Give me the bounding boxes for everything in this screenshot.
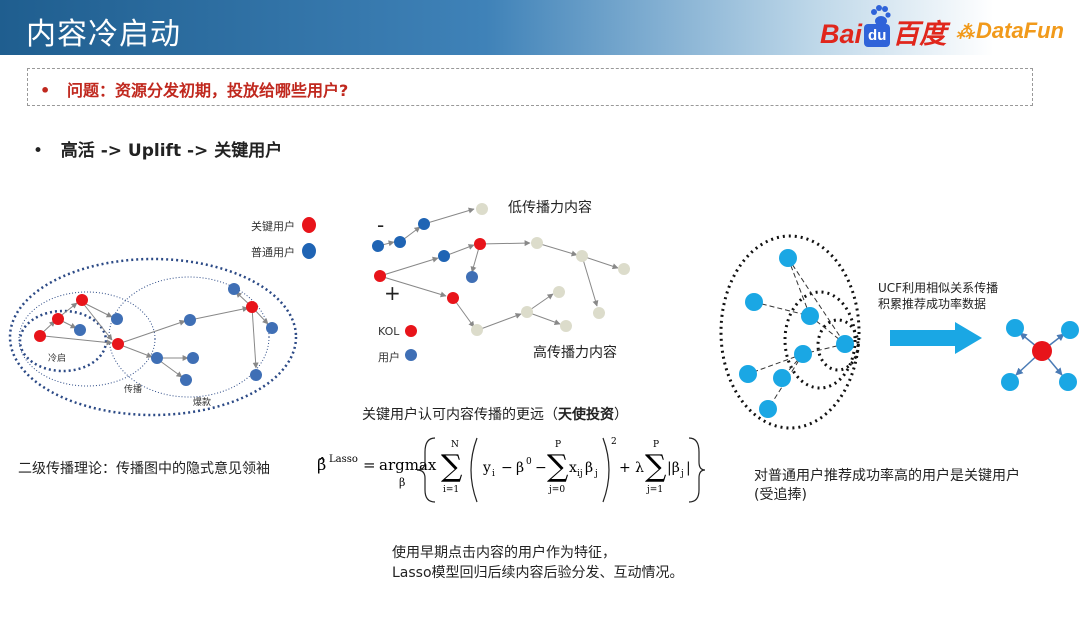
ucf-label-line1: UCF利用相似关系传播 (878, 281, 999, 295)
svg-text:=: = (363, 456, 376, 474)
svg-text:+ λ: + λ (619, 460, 644, 476)
svg-text:i=1: i=1 (443, 485, 459, 495)
datafun-logo: ⁂DataFun (956, 18, 1064, 43)
svg-text:0: 0 (526, 457, 532, 467)
propagation-graph-middle (372, 203, 630, 361)
svg-text:β̂: β̂ (317, 455, 326, 474)
plus-sign: + (384, 281, 401, 305)
minus-sign: - (377, 213, 385, 237)
svg-text:2: 2 (611, 437, 617, 447)
svg-text:P: P (653, 440, 659, 450)
svg-text:β: β (516, 460, 524, 476)
svg-text:argmax: argmax (379, 456, 437, 474)
zone-spread-label: 传播 (124, 385, 143, 395)
low-spread-label: 低传播力内容 (508, 200, 592, 216)
question-text: • 问题：资源分发初期，投放给哪些用户? (40, 81, 349, 100)
svg-text:−: − (501, 460, 513, 476)
svg-text:β: β (399, 476, 405, 489)
right-caption-line2: (受追捧) (754, 487, 807, 503)
page-title: 内容冷启动 (26, 17, 181, 52)
feature-text-line2: Lasso模型回归后续内容后验分发、互动情况。 (392, 565, 684, 581)
feature-text-line1: 使用早期点击内容的用户作为特征， (392, 545, 616, 561)
ucf-graph-right (719, 234, 1079, 430)
propagation-graph-left (8, 217, 316, 417)
middle-caption: 关键用户认可内容传播的更远（天使投资） (362, 407, 628, 423)
svg-text:j=0: j=0 (548, 485, 565, 495)
legend-user: 用户 (378, 351, 400, 364)
high-spread-label: 高传播力内容 (533, 345, 617, 361)
legend-kol: KOL (378, 325, 400, 338)
svg-text:∑: ∑ (547, 449, 569, 484)
svg-text:|: | (686, 460, 691, 476)
svg-text:i: i (492, 469, 495, 479)
right-caption-line1: 对普通用户推荐成功率高的用户是关键用户 (754, 468, 1020, 484)
svg-text:−: − (535, 460, 547, 476)
svg-text:j: j (680, 469, 684, 479)
svg-text:y: y (482, 460, 491, 476)
svg-text:∑: ∑ (441, 449, 463, 484)
two-step-theory-text: 二级传播理论：传播图中的隐式意见领袖 (18, 461, 270, 477)
svg-text:N: N (451, 440, 459, 450)
legend-key-user: 关键用户 (251, 220, 295, 233)
svg-text:ij: ij (577, 469, 583, 479)
main-point: • 高活 -> Uplift -> 关键用户 (33, 141, 283, 161)
question-box: • 问题：资源分发初期，投放给哪些用户? (27, 68, 1033, 106)
svg-text:j: j (594, 469, 598, 479)
svg-text:∑: ∑ (645, 449, 667, 484)
svg-text:x: x (569, 460, 577, 476)
right-arrow-icon (890, 322, 982, 354)
svg-text:P: P (555, 440, 561, 450)
legend-normal-user: 普通用户 (251, 246, 295, 259)
zone-cold-start-label: 冷启 (48, 354, 67, 364)
svg-text:Lasso: Lasso (329, 454, 358, 465)
ucf-label-line2: 积累推荐成功率数据 (878, 297, 987, 311)
baidu-paw-icon (868, 4, 892, 33)
zone-viral-label: 爆款 (193, 398, 212, 408)
svg-text:j=1: j=1 (646, 485, 663, 495)
svg-text:β: β (585, 460, 593, 476)
svg-text:|β: |β (667, 460, 680, 476)
